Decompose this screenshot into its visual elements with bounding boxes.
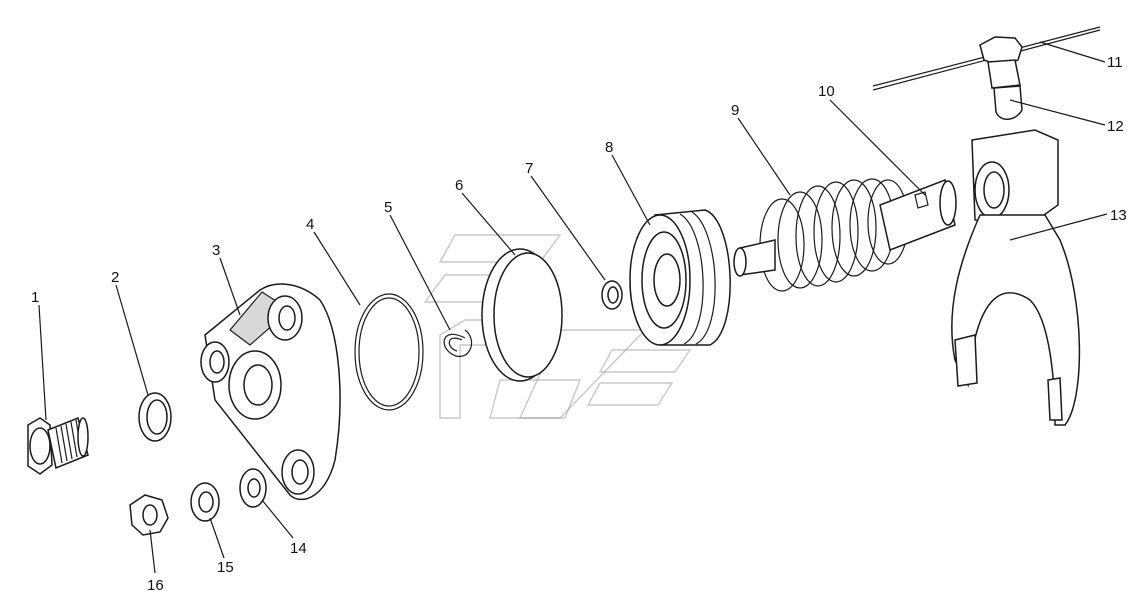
callout-1: 1 [31,289,39,306]
leader-4 [313,231,361,306]
leader-15 [209,517,225,559]
part-6-disc [481,248,563,382]
callout-7: 7 [525,160,533,177]
callout-14: 14 [290,540,307,557]
callout-8: 8 [605,139,613,156]
leader-9 [737,117,791,196]
leader-1 [38,304,47,421]
callout-12: 12 [1107,118,1124,135]
callout-13: 13 [1110,207,1127,224]
leader-2 [115,284,149,396]
part-7-small-ring [601,280,623,310]
part-5-snap-ring [443,329,473,358]
callout-labels: 1 2 3 4 5 6 7 8 9 10 11 12 13 14 15 16 [31,54,1127,594]
part-9-spring [733,178,909,292]
part-12-bolt [979,36,1023,120]
leader-16 [149,529,156,574]
leader-6 [461,192,516,256]
callout-11: 11 [1107,54,1123,71]
callout-5: 5 [384,199,392,216]
leader-5 [389,214,451,331]
part-14-washer [239,468,267,508]
callout-4: 4 [306,216,314,233]
leader-10 [829,99,926,196]
leader-14 [261,499,294,539]
part-3-cover-flange [200,283,341,501]
part-10-shaft [879,178,957,252]
part-16-nut [129,494,169,536]
callout-6: 6 [455,177,463,194]
leader-13 [1009,213,1108,241]
leader-lines [38,41,1108,574]
callout-9: 9 [731,102,739,119]
callout-16: 16 [147,577,164,594]
part-8-piston [629,209,731,346]
part-1-threaded-plug [27,416,89,475]
callout-10: 10 [818,83,835,100]
leader-12 [1009,99,1106,126]
callout-3: 3 [212,242,220,259]
leader-8 [611,154,651,226]
part-2-washer [138,392,172,442]
part-15-spring-washer [190,482,220,522]
part-13-shift-fork [951,129,1081,426]
callout-2: 2 [111,269,119,286]
part-4-o-ring [354,293,424,411]
leader-3 [219,257,241,316]
callout-15: 15 [217,559,234,576]
leader-11 [1039,41,1106,63]
leader-7 [530,175,606,281]
